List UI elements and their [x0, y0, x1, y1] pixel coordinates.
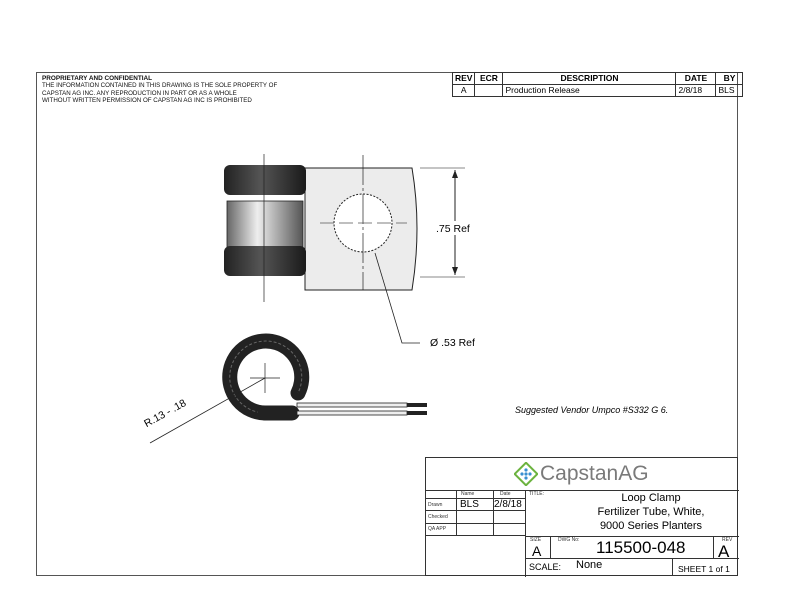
- notice-heading: PROPRIETARY AND CONFIDENTIAL: [42, 75, 153, 82]
- radius-leader: [149, 377, 266, 444]
- logo-diamond-icon: [514, 462, 538, 486]
- drawing-title: Loop Clamp Fertilizer Tube, White, 9000 …: [566, 491, 736, 533]
- notice-line: THE INFORMATION CONTAINED IN THIS DRAWIN…: [42, 82, 278, 90]
- title-line: Loop Clamp: [621, 492, 681, 504]
- sheet-number: SHEET 1 of 1: [678, 564, 730, 574]
- title-line: 9000 Series Planters: [599, 520, 703, 532]
- notice-line: WITHOUT WRITTEN PERMISSION OF CAPSTAN AG…: [42, 97, 252, 105]
- logo-text: Capstan: [540, 462, 619, 485]
- logo-text-ag: AG: [618, 462, 649, 485]
- dwg-label: DWG No:: [558, 537, 580, 543]
- height-dimension: .75 Ref: [436, 223, 470, 235]
- vendor-note: Suggested Vendor Umpco #S332 G 6.: [515, 405, 669, 415]
- scale-value: None: [576, 559, 603, 571]
- date-label: Date: [500, 491, 511, 497]
- rubber-bottom: [224, 246, 306, 276]
- notice-line: CAPSTAN AG INC. ANY REPRODUCTION IN PART…: [42, 89, 237, 97]
- qa-label: QA APP: [428, 526, 447, 532]
- drawn-name: BLS: [460, 499, 479, 510]
- size-value: A: [532, 543, 542, 559]
- size-label: SIZE: [530, 537, 542, 543]
- drawn-label: Drawn: [428, 502, 443, 508]
- hole-dimension: Ø .53 Ref: [430, 337, 475, 349]
- revision-table: REV ECR DESCRIPTION DATE BY A Production…: [451, 72, 744, 97]
- drawn-date: 2/8/18: [494, 499, 522, 510]
- hole-leader: [374, 252, 420, 344]
- confidentiality-notice: PROPRIETARY AND CONFIDENTIAL THE INFORMA…: [42, 75, 277, 105]
- front-view: [224, 154, 478, 344]
- checked-label: Checked: [428, 514, 448, 520]
- metal-band: [226, 200, 304, 248]
- table-row: A Production Release 2/8/18 BLS: [451, 84, 744, 97]
- side-view: [149, 333, 427, 444]
- drawing-border: [36, 72, 738, 576]
- rev-cell: A: [451, 84, 476, 97]
- rubber-top: [224, 165, 306, 195]
- by-cell: BLS: [715, 84, 744, 97]
- name-label: Name: [461, 491, 475, 497]
- rev-value: A: [718, 542, 730, 561]
- rev-label: REV: [722, 537, 733, 543]
- title-label: TITLE:: [529, 491, 545, 497]
- scale-label: SCALE:: [529, 562, 562, 572]
- drawing-number: 115500-048: [596, 538, 686, 557]
- title-line: Fertilizer Tube, White,: [597, 506, 705, 518]
